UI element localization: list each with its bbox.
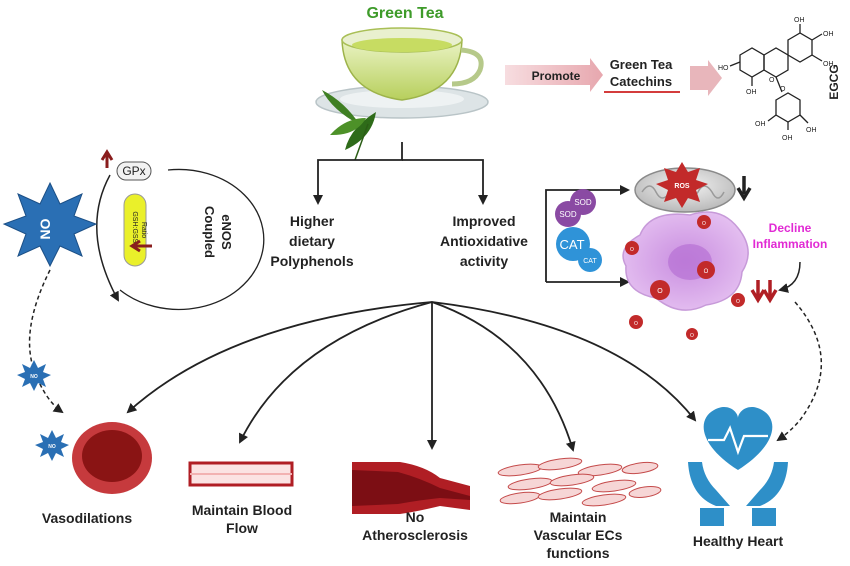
svg-text:O: O <box>780 86 786 93</box>
promote-arrow: Promote <box>505 58 603 92</box>
svg-text:SOD: SOD <box>559 210 577 219</box>
tea-branch-arrows <box>313 142 488 205</box>
catechins-arrow <box>690 60 722 96</box>
svg-text:OH: OH <box>782 135 793 142</box>
blood-flow-vessel-icon <box>188 461 294 487</box>
svg-text:O: O <box>690 333 694 339</box>
green-tea-cup-icon <box>315 27 489 119</box>
inflammation-line2: Inflammation <box>753 237 828 251</box>
blood-flow-line2: Flow <box>226 520 258 536</box>
vascular-ecs-icon <box>497 457 662 507</box>
ratio-label-line1: GSH:GSSG <box>131 211 138 248</box>
gpx-up-arrow-icon <box>100 149 114 168</box>
ratio-capsule <box>123 193 147 267</box>
enzyme-cluster: SOD SOD CAT CAT <box>555 189 602 272</box>
vascular-line1: Maintain <box>550 509 607 525</box>
svg-text:OH: OH <box>746 89 757 96</box>
svg-text:O: O <box>736 299 740 305</box>
svg-text:O: O <box>630 247 634 253</box>
polyphenols-line1: Higher <box>290 213 335 229</box>
vascular-line3: functions <box>547 545 610 561</box>
egcg-structure-icon <box>729 24 823 130</box>
blood-vessel-cross-section-icon: NO <box>35 422 152 494</box>
superoxide-icon: O <box>697 261 715 279</box>
superoxide-icon: O <box>697 215 711 229</box>
promote-label: Promote <box>532 69 581 83</box>
polyphenols-line2: dietary <box>289 233 335 249</box>
gpx-box <box>116 161 152 181</box>
cat-enzyme-2 <box>578 248 602 272</box>
no-burst-icon: NO <box>2 181 98 268</box>
polyphenols-line3: Polyphenols <box>270 253 353 269</box>
catechins-line1: Green Tea <box>610 57 673 72</box>
superoxide-icon: O <box>629 315 643 329</box>
coupled-enos-line2: eNOS <box>219 214 234 250</box>
inflammatory-cell-icon <box>622 211 749 311</box>
svg-text:OH: OH <box>823 61 834 68</box>
outcome-arrows <box>126 301 697 452</box>
gpx-label: GPx <box>122 164 145 178</box>
svg-text:HO: HO <box>718 65 729 72</box>
title-green-tea: Green Tea <box>366 5 443 22</box>
svg-text:O: O <box>769 77 775 84</box>
svg-text:ROS: ROS <box>674 183 690 190</box>
antioxidative-line1: Improved <box>452 213 515 229</box>
sod-enzyme-2 <box>555 201 581 227</box>
svg-text:OH: OH <box>794 17 805 24</box>
superoxide-icon: O <box>731 293 745 307</box>
antioxidative-line3: activity <box>460 253 508 269</box>
double-down-arrow-icon <box>750 280 778 304</box>
superoxide-icon: O <box>625 241 639 255</box>
svg-text:O: O <box>702 221 706 227</box>
vasodilations-label: Vasodilations <box>42 510 132 526</box>
healthy-heart-label: Healthy Heart <box>693 533 784 549</box>
no-dashed-arrow <box>28 269 64 414</box>
blood-flow-line1: Maintain Blood <box>192 502 292 518</box>
ratio-label-line2: Ratio <box>140 222 147 238</box>
superoxide-icon: O <box>650 280 670 300</box>
svg-text:OH: OH <box>755 121 766 128</box>
ros-down-arrow-icon <box>736 176 752 202</box>
coupled-enos-line1: Coupled <box>202 206 217 258</box>
svg-text:O: O <box>704 269 709 275</box>
enos-cycle: GPx GSH:GSSG Ratio Coupled eNOS <box>96 149 265 311</box>
vascular-line2: Vascular ECs <box>534 527 623 543</box>
svg-text:CAT: CAT <box>583 258 597 265</box>
svg-text:O: O <box>634 321 638 327</box>
enzyme-bracket <box>545 185 630 287</box>
svg-text:OH: OH <box>823 31 834 38</box>
superoxide-icon: O <box>686 328 698 340</box>
ratio-down-arrow-icon <box>129 239 152 253</box>
heart-dashed-arrow <box>776 301 822 442</box>
healthy-heart-icon <box>688 407 788 526</box>
svg-text:CAT: CAT <box>559 237 584 252</box>
inflammation-arc-arrow <box>778 261 801 293</box>
inflammation-line1: Decline <box>769 221 812 235</box>
svg-text:NO: NO <box>30 374 38 380</box>
tea-leaves-icon <box>322 90 376 161</box>
atherosclerosis-line2: Atherosclerosis <box>362 527 468 543</box>
no-small-burst-icon: NO <box>17 360 51 391</box>
svg-text:SOD: SOD <box>574 198 592 207</box>
ros-burst-icon: ROS <box>656 162 708 208</box>
atherosclerosis-artery-icon <box>352 462 470 514</box>
superoxide-bursts: O O O O O O O <box>625 215 745 340</box>
svg-text:OH: OH <box>806 127 817 134</box>
svg-text:O: O <box>657 288 663 295</box>
svg-text:NO: NO <box>48 444 56 450</box>
egcg-label: EGCG <box>827 64 841 99</box>
antioxidative-line2: Antioxidative <box>440 233 528 249</box>
catechins-line2: Catechins <box>610 74 672 89</box>
atherosclerosis-line1: No <box>406 509 425 525</box>
no-big-label: NO <box>37 218 53 239</box>
egcg-atom-labels: HO OH OH OH OH OH OH OH O O <box>718 17 834 142</box>
